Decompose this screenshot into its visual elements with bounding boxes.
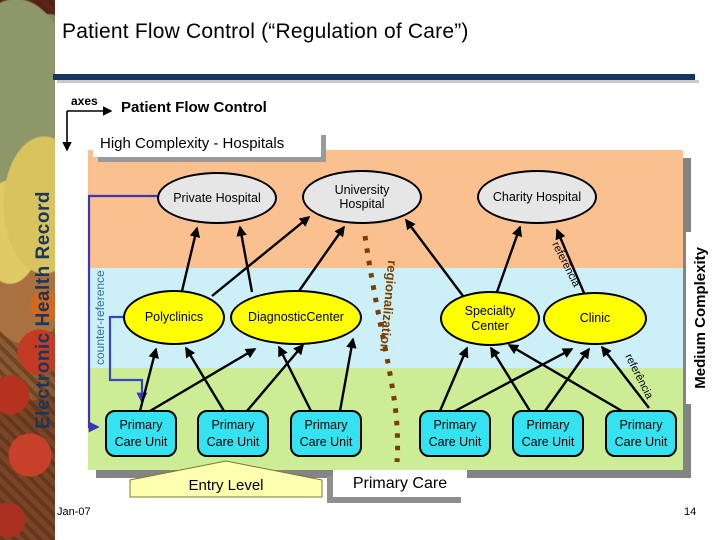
primary-care-callout: Primary Care [333,470,467,497]
footer-date: Jan-07 [57,506,91,518]
node-primary-care-unit: Primary Care Unit [197,410,269,457]
y-axis-title: Electronic Health Record [33,191,54,429]
page-title: Patient Flow Control (“Regulation of Car… [62,20,469,43]
medium-complexity-text: Medium Complexity [692,247,709,389]
node-university-hospital: University Hospital [302,170,422,224]
node-primary-care-unit: Primary Care Unit [105,410,177,457]
medium-complexity-label: Medium Complexity [686,232,715,404]
entry-level-callout: Entry Level [188,477,264,494]
node-charity-hospital: Charity Hospital [477,170,597,224]
node-diagnostic-center: DiagnosticCenter [230,290,362,345]
x-axis-title: Patient Flow Control [121,99,267,116]
high-complexity-label: High Complexity - Hospitals [93,130,321,157]
counter-reference-label: counter-reference [93,270,107,366]
decorative-photo-strip [0,0,55,540]
title-rule [53,74,695,80]
node-primary-care-unit: Primary Care Unit [419,410,491,457]
node-specialty-center: Specialty Center [440,291,540,346]
axes-label: axes [71,94,98,108]
node-primary-care-unit: Primary Care Unit [605,410,677,457]
node-primary-care-unit: Primary Care Unit [290,410,362,457]
node-private-hospital: Private Hospital [157,172,277,224]
node-clinic: Clinic [543,292,647,345]
page-number: 14 [684,506,697,518]
title-rule-shadow [57,80,699,83]
node-primary-care-unit: Primary Care Unit [512,410,584,457]
node-polyclinics: Polyclinics [123,290,225,345]
